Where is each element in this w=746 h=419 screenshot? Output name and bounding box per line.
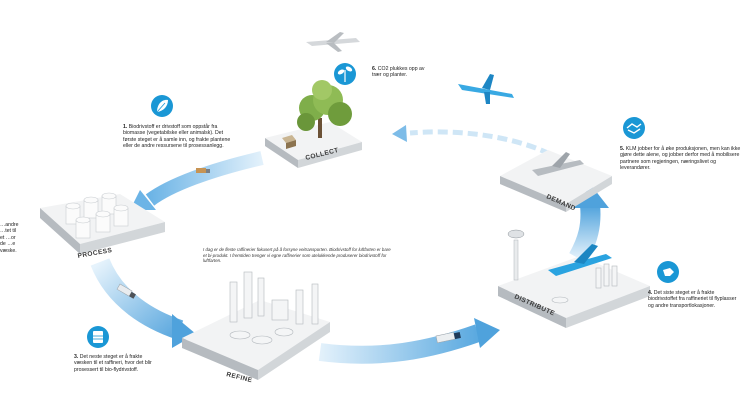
arrow-head-refine [172,314,196,348]
demand-platform: DEMAND [500,150,612,213]
step-3-num: 3. [74,354,79,360]
step-6-num: 6. [372,66,377,72]
step-4-num: 4. [648,290,653,296]
step-3-text: Det neste steget er å frakte væsken til … [74,354,152,373]
arrow-refine-to-distribute [318,324,482,364]
truck-collect [196,168,210,173]
truck-process [116,283,136,299]
arrow-head-distribute [474,318,500,348]
step-6-note: 6. CO2 plukkes opp av trær og planter. [372,66,434,79]
plane-blue-sky [458,74,514,104]
arrow-process-to-refine [90,257,184,340]
step-1-num: 1. [123,124,128,130]
step-2-note: …andre …tet til et …or de …e væske. [0,222,20,254]
refine-info-text: I dag er de fleste raffinerier fokusert … [203,247,391,264]
arrow-head-collect [392,125,407,142]
step-4-text: Det siste steget er å frakte biodrivstof… [648,290,737,309]
step-5-note: 5. KLM jobber for å øke produksjonen, me… [620,146,744,172]
step-6-text: CO2 plukkes opp av trær og planter. [372,66,425,79]
leaf-icon [151,95,173,117]
distribute-platform: DISTRIBUTE [498,229,650,328]
step-4-note: 4. Det siste steget er å frakte biodrivs… [648,290,742,309]
step-3-note: 3. Det neste steget er å frakte væsken t… [74,354,160,373]
handshake-icon [623,117,645,139]
step-2-text: …andre …tet til et …or de …e væske. [0,222,19,254]
step-5-num: 5. [620,146,625,152]
arrow-collect-to-process [145,151,264,206]
fuel-container-icon [87,326,109,348]
refine-platform: REFINE [182,271,330,384]
step-1-text: Biodrivstoff er drivstoff som oppstår fr… [123,124,231,150]
step-1-note: 1. Biodrivstoff er drivstoff som oppstår… [123,124,235,150]
step-5-text: KLM jobber for å øke produksjonen, men k… [620,146,741,172]
collect-platform: COLLECT [265,80,362,168]
plant-icon [334,63,356,85]
fuel-nozzle-icon [657,261,679,283]
arrow-distribute-to-demand [569,204,601,263]
plane-grey-sky [306,32,360,52]
truck-refine [435,331,461,344]
